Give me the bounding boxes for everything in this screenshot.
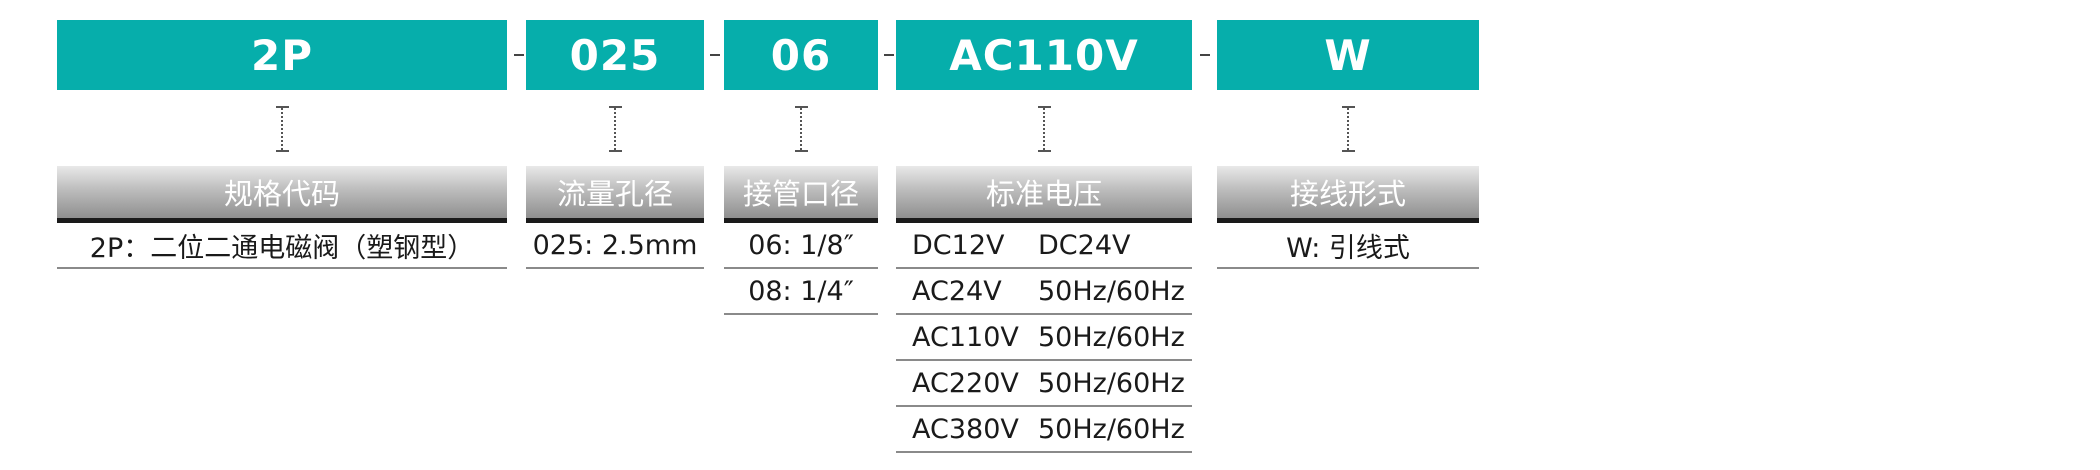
- voltage-value: AC220V: [912, 367, 1019, 399]
- segment-standard-voltage: AC110V 标准电压 DC12V DC24V AC24V 50Hz/60Hz …: [896, 20, 1192, 453]
- option-row: 2P：二位二通电磁阀（塑钢型）: [57, 223, 507, 269]
- voltage-frequency: 50Hz/60Hz: [1038, 367, 1185, 399]
- voltage-row: AC220V 50Hz/60Hz: [896, 361, 1192, 407]
- separator-dash-1: [514, 54, 524, 56]
- option-row: W: 引线式: [1217, 223, 1479, 269]
- dotted-connector: [57, 90, 507, 166]
- voltage-frequency: DC24V: [1038, 229, 1131, 261]
- voltage-frequency: 50Hz/60Hz: [1038, 413, 1185, 445]
- voltage-value: AC380V: [912, 413, 1019, 445]
- segment-label: 流量孔径: [526, 166, 704, 223]
- segment-label: 接线形式: [1217, 166, 1479, 223]
- voltage-row: AC110V 50Hz/60Hz: [896, 315, 1192, 361]
- segment-label: 规格代码: [57, 166, 507, 223]
- voltage-frequency: 50Hz/60Hz: [1038, 321, 1185, 353]
- code-box: AC110V: [896, 20, 1192, 90]
- option-row: 06: 1/8″: [724, 223, 878, 269]
- segment-label: 接管口径: [724, 166, 878, 223]
- voltage-row: DC12V DC24V: [896, 223, 1192, 269]
- segment-flow-orifice: 025 流量孔径 025: 2.5mm: [526, 20, 704, 269]
- separator-dash-4: [1200, 54, 1210, 56]
- segment-label: 标准电压: [896, 166, 1192, 223]
- code-box: 2P: [57, 20, 507, 90]
- voltage-row: AC380V 50Hz/60Hz: [896, 407, 1192, 453]
- separator-dash-3: [884, 54, 894, 56]
- dotted-connector: [724, 90, 878, 166]
- voltage-value: DC12V: [912, 229, 1005, 261]
- code-box: W: [1217, 20, 1479, 90]
- dotted-connector: [526, 90, 704, 166]
- option-row: 08: 1/4″: [724, 269, 878, 315]
- voltage-value: AC110V: [912, 321, 1019, 353]
- dotted-connector: [1217, 90, 1479, 166]
- segment-port-size: 06 接管口径 06: 1/8″ 08: 1/4″: [724, 20, 878, 315]
- voltage-row: AC24V 50Hz/60Hz: [896, 269, 1192, 315]
- segment-wiring-type: W 接线形式 W: 引线式: [1217, 20, 1479, 269]
- separator-dash-2: [710, 54, 720, 56]
- code-box: 06: [724, 20, 878, 90]
- voltage-frequency: 50Hz/60Hz: [1038, 275, 1185, 307]
- option-row: 025: 2.5mm: [526, 223, 704, 269]
- voltage-value: AC24V: [912, 275, 1002, 307]
- code-box: 025: [526, 20, 704, 90]
- dotted-connector: [896, 90, 1192, 166]
- segment-spec-code: 2P 规格代码 2P：二位二通电磁阀（塑钢型）: [57, 20, 507, 269]
